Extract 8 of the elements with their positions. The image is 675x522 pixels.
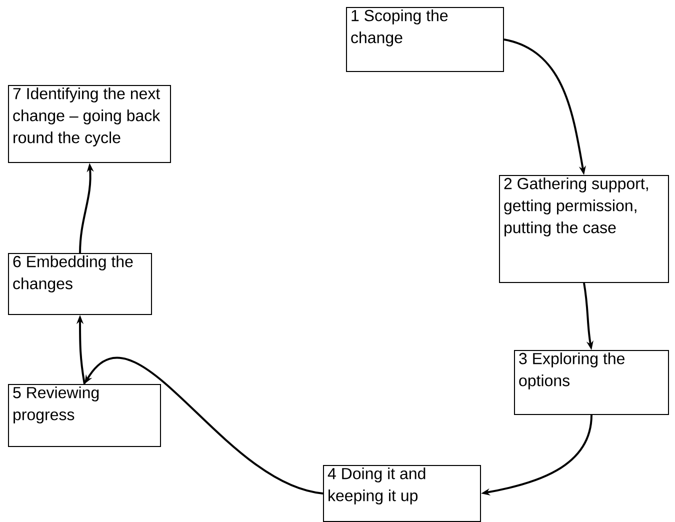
arrow (84, 357, 324, 494)
step-box: 4 Doing it and keeping it up (323, 465, 481, 522)
step-box: 2 Gathering support, getting permission, putting the case (499, 175, 669, 283)
step-box: 6 Embedding the changes (8, 253, 152, 315)
step-box: 7 Identifying the next change – going back round the cycle (8, 85, 171, 163)
step-box: 3 Exploring the options (514, 350, 669, 415)
step-box: 1 Scoping the change (346, 7, 504, 72)
step-box: 5 Reviewing progress (8, 384, 161, 447)
